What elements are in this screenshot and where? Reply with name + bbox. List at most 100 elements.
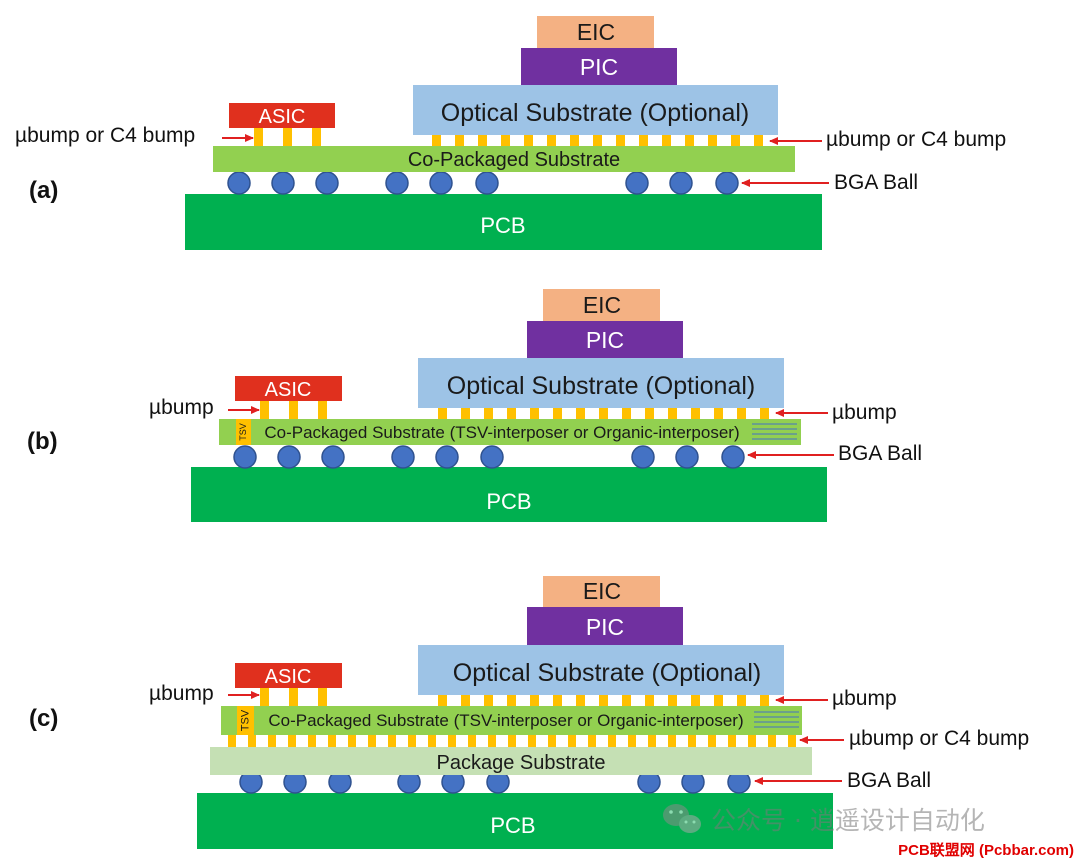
bump-callout-left: µbump [149, 682, 214, 705]
panel-label: (c) [29, 705, 58, 732]
c4-bump [368, 735, 376, 747]
co-packaged-substrate [219, 419, 801, 445]
bga-ball [391, 445, 415, 469]
micro-bump [668, 695, 677, 706]
eic-label: EIC [583, 292, 621, 318]
co-packaged-substrate [213, 146, 795, 172]
c4-bump [748, 735, 756, 747]
eic-die [537, 16, 654, 48]
bga-ball [315, 171, 339, 195]
panel-b: PCB TSV Co-Packaged Substrate (TSV-inter… [27, 289, 922, 522]
micro-bump [639, 135, 648, 146]
bump-callout-right: µbump or C4 bump [826, 128, 1006, 151]
tsv-label: TSV [238, 423, 248, 441]
micro-bump [461, 408, 470, 419]
micro-bump [455, 135, 464, 146]
c4-bump [408, 735, 416, 747]
micro-bump [691, 695, 700, 706]
c4-bump-callout: µbump or C4 bump [849, 727, 1029, 750]
pic-die [521, 48, 677, 85]
pic-label: PIC [586, 327, 624, 353]
c4-bump [448, 735, 456, 747]
micro-bump [260, 688, 269, 706]
bga-ball-row [233, 445, 745, 469]
micro-bump [685, 135, 694, 146]
micro-bump [438, 408, 447, 419]
bga-callout: BGA Ball [847, 769, 931, 792]
bga-ball [475, 171, 499, 195]
pcb-label: PCB [486, 489, 531, 514]
optical-bump-row [432, 135, 763, 146]
co-packaged-substrate-label: Co-Packaged Substrate (TSV-interposer or… [268, 711, 743, 730]
micro-bump [484, 695, 493, 706]
c4-bump [388, 735, 396, 747]
c4-bump [348, 735, 356, 747]
micro-bump [318, 688, 327, 706]
tsv-label: TSV [239, 709, 251, 731]
tsv-strip [236, 419, 251, 445]
micro-bump [714, 408, 723, 419]
asic-label: ASIC [259, 106, 306, 128]
bga-ball [625, 171, 649, 195]
bga-ball-row [227, 171, 739, 195]
asic-bump-row [254, 128, 321, 146]
bga-ball [669, 171, 693, 195]
micro-bump [289, 688, 298, 706]
bga-ball [233, 445, 257, 469]
bga-ball [721, 445, 745, 469]
micro-bump [754, 135, 763, 146]
watermark-text: 公众号 · 逍遥设计自动化 [711, 806, 985, 835]
bump-callout-left: µbump or C4 bump [15, 124, 195, 147]
asic-label: ASIC [265, 379, 312, 401]
micro-bump [507, 695, 516, 706]
bga-ball [675, 445, 699, 469]
c4-bump [228, 735, 236, 747]
c4-bump [428, 735, 436, 747]
c4-bump [288, 735, 296, 747]
micro-bump [645, 408, 654, 419]
pic-label: PIC [580, 54, 618, 80]
c4-bump [308, 735, 316, 747]
micro-bump [599, 408, 608, 419]
bga-ball [715, 171, 739, 195]
c4-bump-row [228, 735, 796, 747]
asic-bump-row [260, 688, 327, 706]
bga-ball [435, 445, 459, 469]
interposer-layer-lines [754, 711, 799, 728]
c4-bump [588, 735, 596, 747]
c4-bump [668, 735, 676, 747]
tsv-strip [237, 706, 254, 735]
pic-die [527, 607, 683, 645]
asic-die [235, 663, 342, 688]
bga-ball [227, 171, 251, 195]
bga-ball [429, 171, 453, 195]
micro-bump [289, 401, 298, 419]
interposer-layer-lines [752, 423, 797, 440]
micro-bump [461, 695, 470, 706]
co-packaged-substrate [221, 706, 802, 735]
eic-label: EIC [583, 578, 621, 604]
asic-die [235, 376, 342, 401]
co-packaged-substrate-label: Co-Packaged Substrate (TSV-interposer or… [264, 423, 739, 442]
c4-bump [688, 735, 696, 747]
micro-bump [501, 135, 510, 146]
optical-substrate [418, 358, 784, 408]
micro-bump [507, 408, 516, 419]
bga-callout: BGA Ball [834, 171, 918, 194]
micro-bump [616, 135, 625, 146]
micro-bump [576, 695, 585, 706]
micro-bump [593, 135, 602, 146]
eic-die [543, 289, 660, 321]
micro-bump [254, 128, 263, 146]
c4-bump [268, 735, 276, 747]
optical-substrate [418, 645, 784, 695]
eic-die [543, 576, 660, 607]
micro-bump [691, 408, 700, 419]
micro-bump [622, 408, 631, 419]
package-substrate-label: Package Substrate [437, 752, 606, 774]
micro-bump [645, 695, 654, 706]
bga-ball [277, 445, 301, 469]
micro-bump [438, 695, 447, 706]
c4-bump [608, 735, 616, 747]
watermark: 公众号 · 逍遥设计自动化 [663, 804, 985, 835]
